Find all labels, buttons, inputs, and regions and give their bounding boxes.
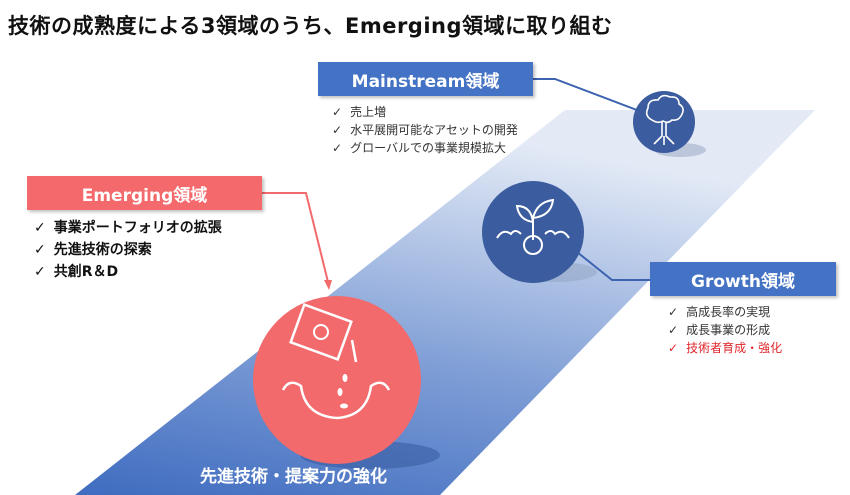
list-item: 先進技術の探索 <box>34 239 222 261</box>
list-item-highlighted: 技術者育成・強化 <box>668 339 782 357</box>
tree-icon <box>633 91 695 153</box>
list-item: 売上増 <box>332 103 518 121</box>
page-title: 技術の成熟度による3領域のうち、Emerging領域に取り組む <box>8 14 613 38</box>
sprout-icon <box>482 181 584 283</box>
growth-connector <box>571 247 650 281</box>
list-item: 高成長率の実現 <box>668 303 782 321</box>
road-caption: 先進技術・提案力の強化 <box>200 467 387 487</box>
mainstream-label-box: Mainstream領域 <box>318 62 533 96</box>
growth-label-box: Growth領域 <box>650 262 836 296</box>
list-item: 成長事業の形成 <box>668 321 782 339</box>
list-item: 水平展開可能なアセットの開発 <box>332 121 518 139</box>
list-item: グローバルでの事業規模拡大 <box>332 139 518 157</box>
list-item: 事業ポートフォリオの拡張 <box>34 217 222 239</box>
list-item: 共創R＆D <box>34 261 222 283</box>
mainstream-list: 売上増 水平展開可能なアセットの開発 グローバルでの事業規模拡大 <box>332 103 518 157</box>
emerging-label: Emerging領域 <box>81 185 208 206</box>
growth-list: 高成長率の実現 成長事業の形成 技術者育成・強化 <box>668 303 782 357</box>
mainstream-connector <box>533 78 643 113</box>
mainstream-label: Mainstream領域 <box>351 71 500 92</box>
emerging-label-box: Emerging領域 <box>27 176 262 210</box>
seed-packet-icon <box>253 296 421 464</box>
growth-label: Growth領域 <box>691 271 795 292</box>
emerging-list: 事業ポートフォリオの拡張 先進技術の探索 共創R＆D <box>34 217 222 283</box>
emerging-connector <box>262 192 329 283</box>
